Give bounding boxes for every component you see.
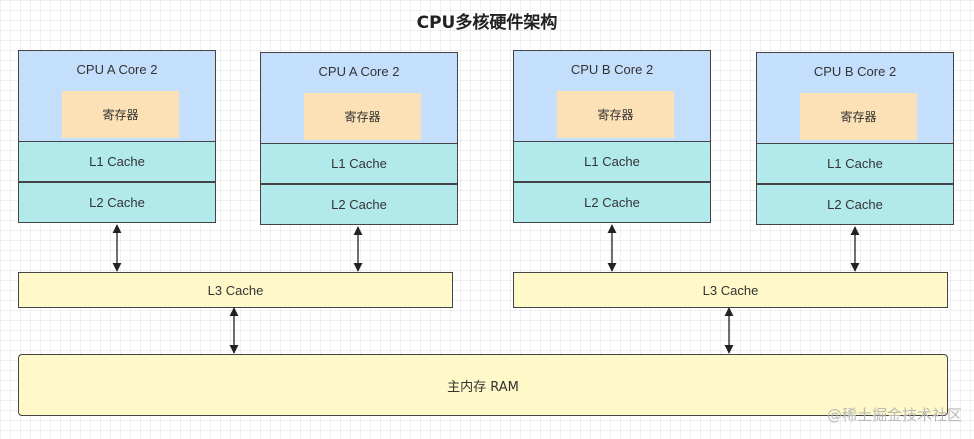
cpu-core-block: CPU B Core 2 寄存器 L1 Cache L2 Cache	[513, 50, 711, 223]
core-box: CPU B Core 2 寄存器	[756, 52, 954, 144]
l1-cache-box: L1 Cache	[756, 143, 954, 184]
core-label: CPU B Core 2	[570, 62, 654, 77]
register-box: 寄存器	[800, 93, 917, 140]
register-box: 寄存器	[62, 91, 179, 138]
core-label: CPU B Core 2	[813, 64, 897, 79]
l2-cache-box: L2 Cache	[756, 184, 954, 225]
core-box: CPU B Core 2 寄存器	[513, 50, 711, 142]
l2-cache-box: L2 Cache	[513, 182, 711, 223]
l1-cache-box: L1 Cache	[513, 141, 711, 182]
cpu-core-block: CPU A Core 2 寄存器 L1 Cache L2 Cache	[260, 52, 458, 225]
cpu-core-block: CPU A Core 2 寄存器 L1 Cache L2 Cache	[18, 50, 216, 223]
watermark: @稀土掘金技术社区	[826, 406, 962, 424]
l1-cache-box: L1 Cache	[18, 141, 216, 182]
register-box: 寄存器	[304, 93, 421, 140]
l2-cache-box: L2 Cache	[18, 182, 216, 223]
core-box: CPU A Core 2 寄存器	[260, 52, 458, 144]
diagram-title: CPU多核硬件架构	[416, 13, 558, 33]
core-box: CPU A Core 2 寄存器	[18, 50, 216, 142]
core-label: CPU A Core 2	[76, 62, 158, 77]
l3-cache-box: L3 Cache	[513, 272, 948, 308]
l2-cache-box: L2 Cache	[260, 184, 458, 225]
l1-cache-box: L1 Cache	[260, 143, 458, 184]
main-memory-box: 主内存 RAM	[18, 354, 948, 416]
cpu-core-block: CPU B Core 2 寄存器 L1 Cache L2 Cache	[756, 52, 954, 225]
core-label: CPU A Core 2	[318, 64, 400, 79]
register-box: 寄存器	[557, 91, 674, 138]
